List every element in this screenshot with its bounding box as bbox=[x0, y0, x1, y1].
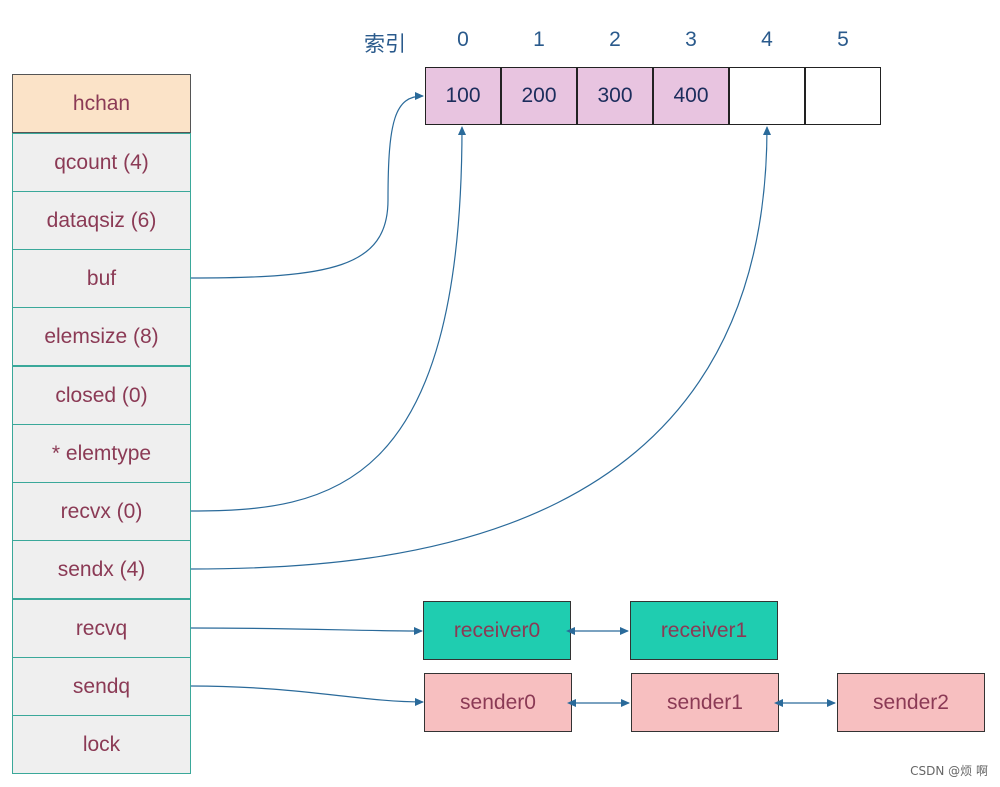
field-lock: lock bbox=[12, 715, 191, 774]
index-label-3: 3 bbox=[685, 28, 697, 51]
buf-pointer-arrow bbox=[190, 92, 424, 279]
buffer-cell-1: 200 bbox=[501, 67, 577, 125]
field-closed: closed (0) bbox=[12, 366, 191, 425]
buffer-cell-0: 100 bbox=[425, 67, 501, 125]
buffer-cell-4 bbox=[729, 67, 805, 125]
index-label-1: 1 bbox=[533, 28, 545, 51]
receiver-0: receiver0 bbox=[423, 601, 571, 660]
sender-1: sender1 bbox=[631, 673, 779, 732]
index-label-2: 2 bbox=[609, 28, 621, 51]
index-label-4: 4 bbox=[761, 28, 773, 51]
buffer-cell-5 bbox=[805, 67, 881, 125]
field-elemtype: * elemtype bbox=[12, 424, 191, 483]
recvx-pointer-arrow bbox=[190, 126, 466, 512]
field-sendx: sendx (4) bbox=[12, 540, 191, 599]
field-qcount: qcount (4) bbox=[12, 133, 191, 192]
index-title: 索引 bbox=[364, 32, 406, 56]
buffer-cell-2: 300 bbox=[577, 67, 653, 125]
sender-2: sender2 bbox=[837, 673, 985, 732]
field-dataqsiz: dataqsiz (6) bbox=[12, 191, 191, 250]
buffer-cell-3: 400 bbox=[653, 67, 729, 125]
sendq-pointer-arrow bbox=[190, 685, 424, 706]
field-recvx: recvx (0) bbox=[12, 482, 191, 541]
field-sendq: sendq bbox=[12, 657, 191, 716]
index-label-5: 5 bbox=[837, 28, 849, 51]
sendx-pointer-arrow bbox=[190, 126, 771, 570]
field-buf: buf bbox=[12, 249, 191, 308]
receiver-1: receiver1 bbox=[630, 601, 778, 660]
watermark: CSDN @烦 啊 bbox=[910, 764, 988, 778]
recvq-pointer-arrow bbox=[190, 626, 423, 635]
hchan-header: hchan bbox=[12, 74, 191, 133]
field-elemsize: elemsize (8) bbox=[12, 307, 191, 366]
field-recvq: recvq bbox=[12, 599, 191, 658]
index-label-0: 0 bbox=[457, 28, 469, 51]
sender-0: sender0 bbox=[424, 673, 572, 732]
